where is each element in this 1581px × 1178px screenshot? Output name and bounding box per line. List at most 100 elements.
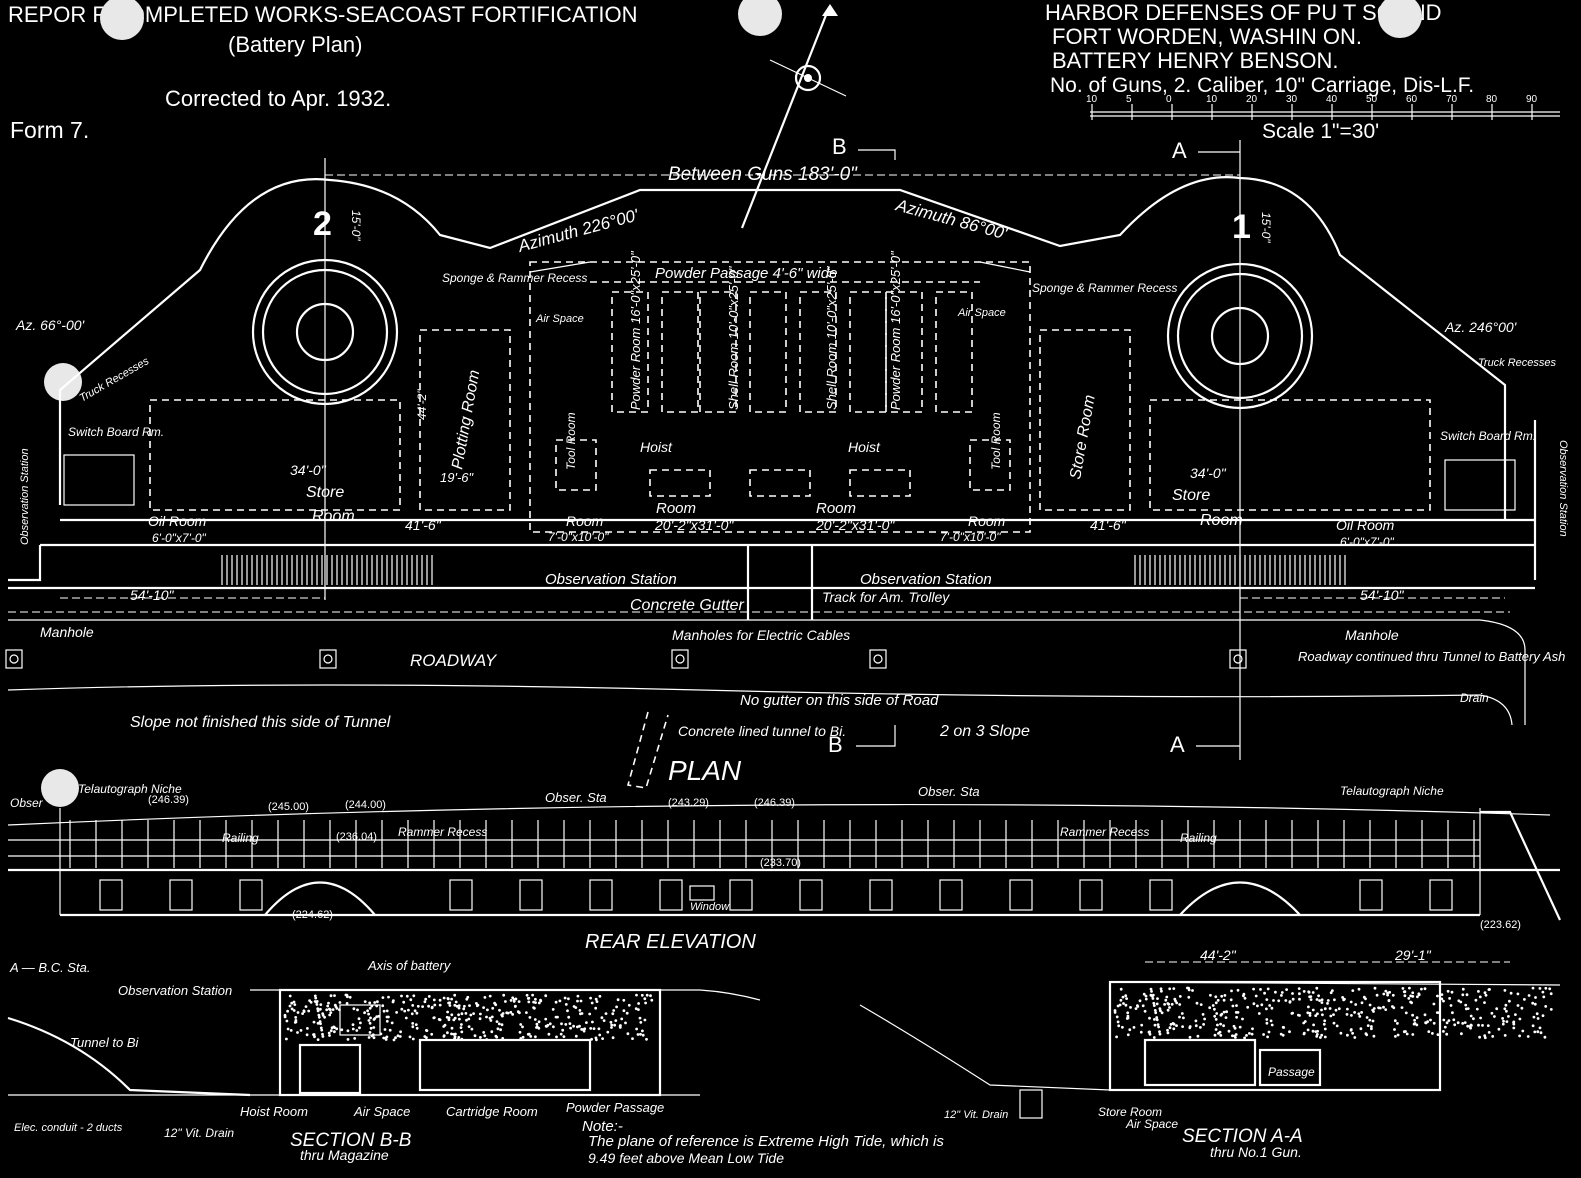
earth-stipple xyxy=(1375,993,1379,997)
manholes-cables-label: Manholes for Electric Cables xyxy=(672,627,850,643)
earth-stipple xyxy=(1331,989,1334,992)
earth-stipple xyxy=(496,1027,500,1031)
earth-stipple xyxy=(1219,1022,1222,1026)
earth-stipple xyxy=(1505,1009,1508,1013)
earth-stipple xyxy=(363,1011,366,1015)
earth-stipple xyxy=(544,994,548,998)
elev-233: (233.70) xyxy=(760,857,801,869)
earth-stipple xyxy=(465,1018,468,1022)
earth-stipple xyxy=(1307,1005,1310,1009)
earth-stipple xyxy=(1502,1019,1505,1023)
vit-drain-bb: 12" Vit. Drain xyxy=(164,1126,234,1140)
earth-stipple xyxy=(589,996,592,1000)
earth-stipple xyxy=(1400,1006,1404,1009)
earth-stipple xyxy=(316,1007,320,1011)
earth-stipple xyxy=(1531,1001,1535,1005)
earth-stipple xyxy=(356,1008,359,1012)
earth-stipple xyxy=(1411,1013,1414,1017)
dim-41-left: 41'-6" xyxy=(405,517,442,533)
earth-stipple xyxy=(1121,995,1125,999)
earth-stipple xyxy=(453,993,457,997)
note-label: Note:- xyxy=(582,1118,623,1135)
earth-stipple xyxy=(1165,995,1169,999)
scale-tick-label: 60 xyxy=(1406,94,1418,105)
room-box xyxy=(849,469,911,497)
earth-stipple xyxy=(1209,993,1212,997)
earth-stipple xyxy=(1113,1009,1117,1012)
earth-stipple xyxy=(328,1007,331,1011)
earth-stipple xyxy=(1172,1027,1176,1031)
earth-stipple xyxy=(1394,1035,1397,1038)
earth-stipple xyxy=(534,997,537,1001)
earth-stipple xyxy=(1464,1003,1468,1007)
earth-stipple xyxy=(645,993,649,997)
earth-stipple xyxy=(504,1000,507,1003)
elev-243: (243.29) xyxy=(668,797,709,809)
earth-stipple xyxy=(1368,1003,1372,1007)
elevation-door xyxy=(799,879,823,911)
earth-stipple xyxy=(1456,1021,1460,1025)
earth-stipple xyxy=(1387,999,1391,1003)
earth-stipple xyxy=(1360,1011,1363,1014)
earth-stipple xyxy=(614,1019,618,1022)
obser-sta-right: Obser. Sta xyxy=(918,784,980,799)
earth-stipple xyxy=(1393,1028,1396,1031)
earth-stipple xyxy=(1534,996,1537,999)
elevation-door xyxy=(239,879,263,911)
earth-stipple xyxy=(1413,1018,1416,1022)
earth-stipple xyxy=(391,1000,395,1004)
earth-stipple xyxy=(1495,1007,1499,1011)
earth-stipple xyxy=(351,1027,355,1031)
earth-stipple xyxy=(1201,1013,1205,1016)
earth-stipple xyxy=(1464,1007,1468,1011)
earth-stipple xyxy=(1446,989,1450,993)
section-a-lower: A xyxy=(1170,732,1185,757)
earth-stipple xyxy=(1213,1033,1217,1037)
earth-stipple xyxy=(1319,1036,1322,1039)
earth-stipple xyxy=(1316,1012,1319,1016)
earth-stipple xyxy=(372,1018,376,1021)
earth-stipple xyxy=(457,1013,460,1017)
magazine-bay xyxy=(799,291,837,413)
earth-stipple xyxy=(315,1003,319,1006)
earth-stipple xyxy=(1481,1024,1484,1027)
earth-stipple xyxy=(1291,1011,1294,1015)
earth-stipple xyxy=(1308,1014,1312,1017)
earth-stipple xyxy=(306,1027,309,1030)
earth-stipple xyxy=(1126,1033,1130,1037)
vit-drain-aa: 12" Vit. Drain xyxy=(944,1109,1008,1121)
earth-stipple xyxy=(1311,1008,1315,1012)
earth-stipple xyxy=(379,1032,383,1036)
earth-stipple xyxy=(469,1013,473,1017)
earth-stipple xyxy=(1187,986,1190,990)
earth-stipple xyxy=(1224,1016,1228,1019)
earth-stipple xyxy=(569,1026,572,1030)
earth-stipple xyxy=(1144,997,1148,1001)
earth-stipple xyxy=(1384,989,1388,993)
dim-29-aa: 29'-1" xyxy=(1394,947,1432,963)
earth-stipple xyxy=(1225,1010,1228,1014)
punch-hole xyxy=(41,769,79,807)
earth-stipple xyxy=(1213,1014,1217,1018)
earth-stipple xyxy=(1242,994,1245,998)
earth-stipple xyxy=(1460,1032,1463,1036)
manhole-icon xyxy=(675,654,685,664)
earth-stipple xyxy=(288,1004,292,1008)
earth-stipple xyxy=(1297,1013,1300,1017)
earth-stipple xyxy=(415,1026,419,1030)
earth-stipple xyxy=(1231,1034,1234,1038)
earth-stipple xyxy=(519,1023,523,1026)
earth-stipple xyxy=(1312,1023,1315,1027)
earth-stipple xyxy=(509,999,513,1002)
elec-conduit: Elec. conduit - 2 ducts xyxy=(14,1122,123,1134)
earth-stipple xyxy=(490,1015,494,1019)
elevation-door xyxy=(449,879,473,911)
tool-room-left: Tool Room xyxy=(564,412,578,470)
earth-stipple xyxy=(1527,994,1531,997)
dim-54-left: 54'-10" xyxy=(130,587,174,603)
guns-spec: No. of Guns, 2. Caliber, 10" Carriage, D… xyxy=(1050,74,1474,97)
earth-stipple xyxy=(1141,1004,1145,1008)
earth-stipple xyxy=(1119,987,1123,991)
earth-stipple xyxy=(1126,1014,1130,1018)
earth-stipple xyxy=(1151,997,1155,1000)
